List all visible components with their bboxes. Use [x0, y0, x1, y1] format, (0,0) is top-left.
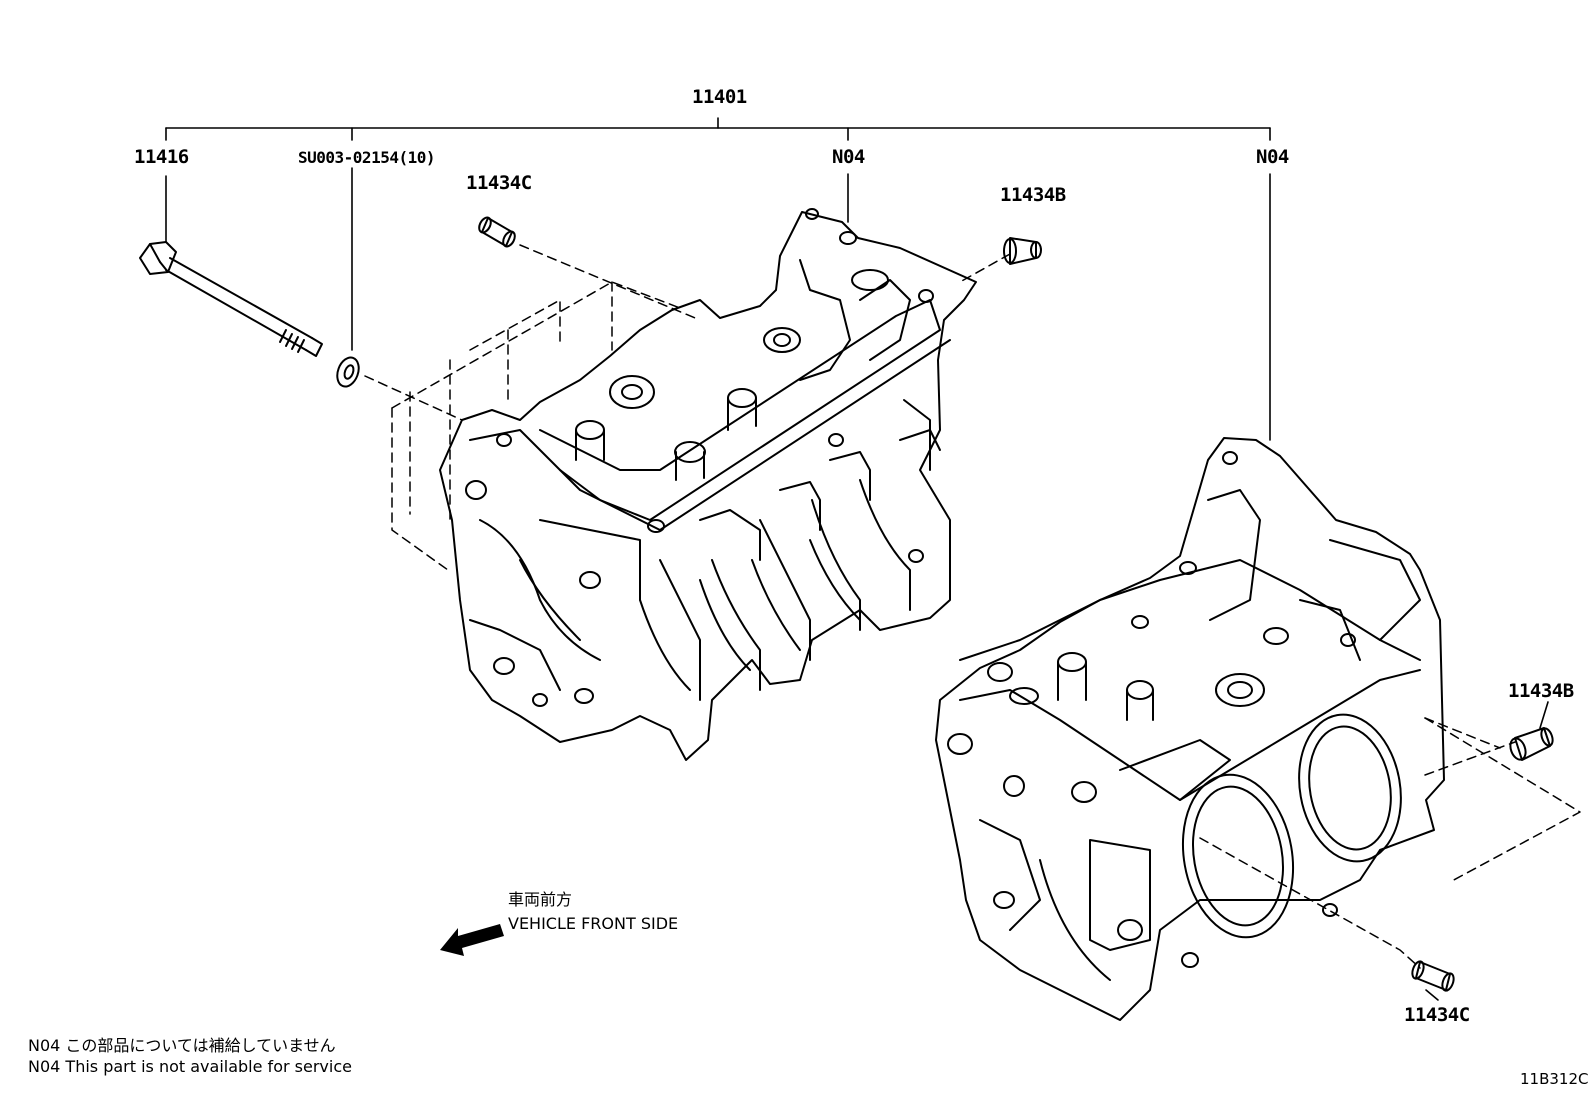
right-block-half — [935, 437, 1445, 1021]
vehicle-front-label-en: VEHICLE FRONT SIDE — [508, 914, 679, 933]
dashed-alignment-lines — [364, 244, 1581, 969]
left-block-half — [439, 208, 977, 761]
note-en: N04 This part is not available for servi… — [28, 1057, 352, 1076]
dowel-pin-11434b-top — [1003, 237, 1042, 265]
dowel-pin-11434c-bottom — [1411, 960, 1455, 992]
callout-n04-right: N04 — [1256, 146, 1289, 168]
callout-n04-upper: N04 — [832, 146, 865, 168]
washer — [336, 356, 360, 388]
callout-11434b-right: 11434B — [1508, 680, 1574, 702]
vehicle-front-label: 車両前方 VEHICLE FRONT SIDE — [508, 888, 678, 936]
callout-11434b-top: 11434B — [1000, 184, 1066, 206]
dowel-pin-11434c-top — [478, 216, 516, 248]
vehicle-front-arrow — [440, 924, 504, 956]
note-jp: N04 この部品については補給していません — [28, 1036, 336, 1055]
callout-11401: 11401 — [692, 86, 747, 108]
diagram-code: 11B312C — [1520, 1070, 1589, 1088]
leader-lines — [165, 117, 1549, 1001]
callout-11434c-top: 11434C — [466, 172, 532, 194]
callout-su003-02154: SU003-02154(10) — [298, 148, 436, 167]
dowel-pin-11434b-right — [1509, 727, 1554, 761]
vehicle-front-label-jp: 車両前方 — [508, 890, 573, 909]
callout-11434c-bottom: 11434C — [1404, 1004, 1470, 1026]
bolt-11416 — [139, 241, 323, 357]
callout-11416: 11416 — [134, 146, 189, 168]
